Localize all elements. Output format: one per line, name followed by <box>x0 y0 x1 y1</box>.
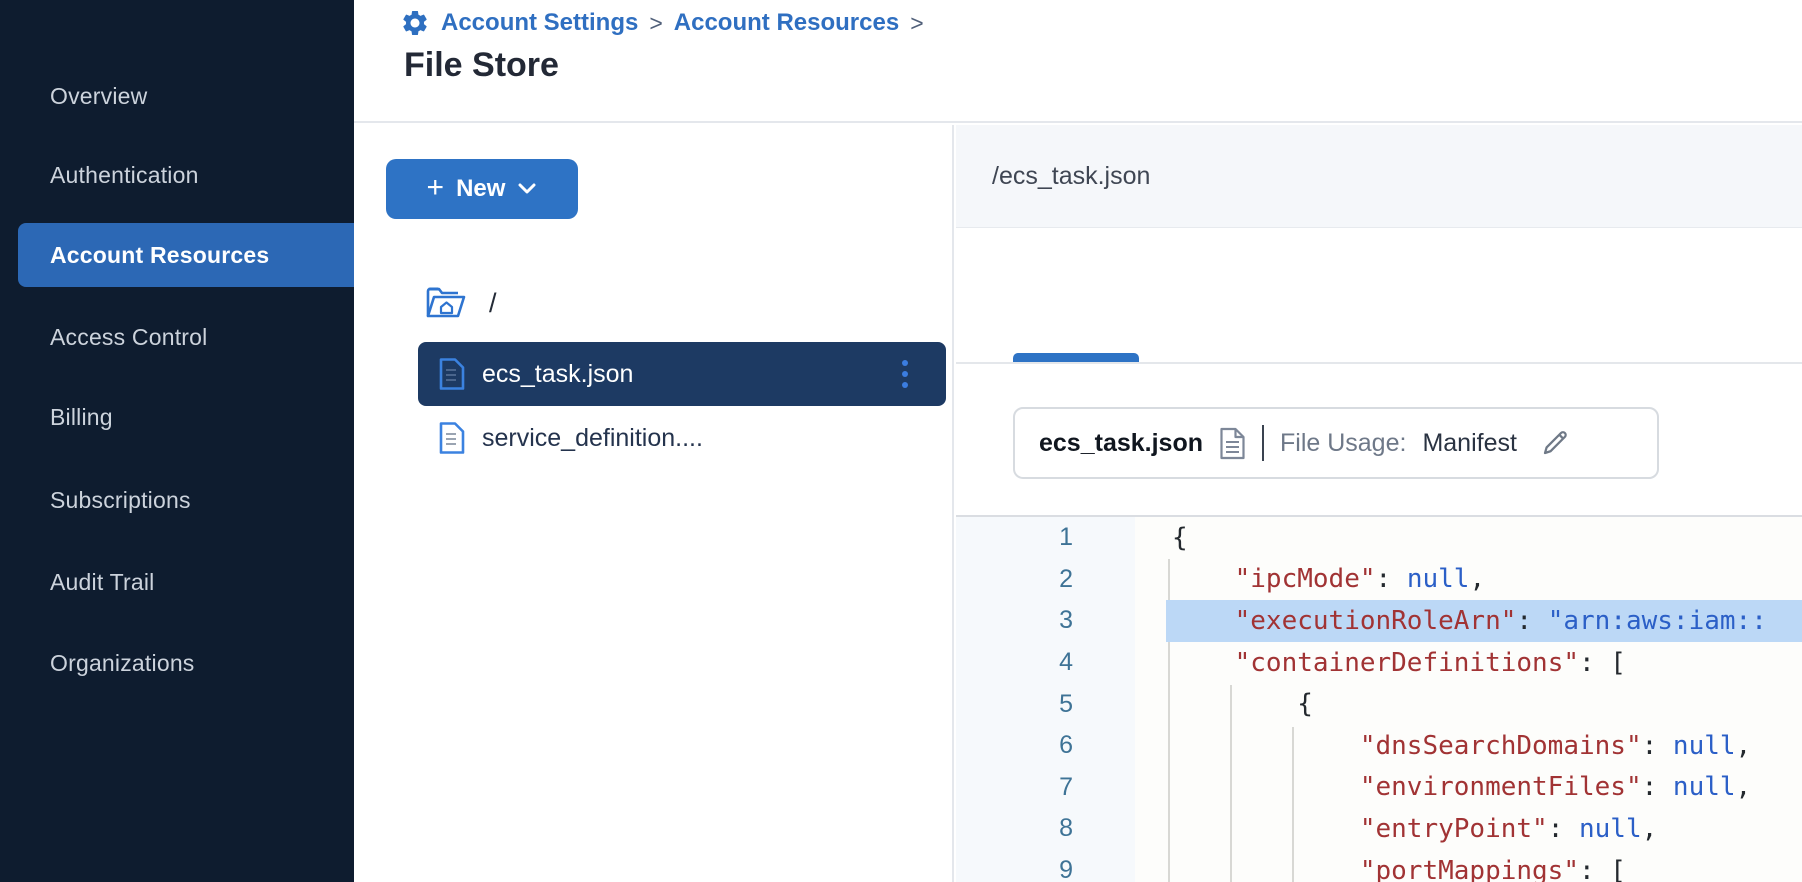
plus-icon: + <box>426 171 445 204</box>
code-lines: 1 { 2 "ipcMode": null, 3 "executionRoleA… <box>956 517 1802 882</box>
code-line: 4 "containerDefinitions": [ <box>956 642 1802 684</box>
code-text: "containerDefinitions": [ <box>1234 647 1626 678</box>
code-line: 5 { <box>956 683 1802 725</box>
code-line: 2 "ipcMode": null, <box>956 559 1802 601</box>
sidebar-item-label: Account Resources <box>50 241 270 268</box>
edit-pencil-icon[interactable] <box>1539 427 1571 459</box>
sidebar-item-label: Organizations <box>50 649 195 676</box>
vertical-separator <box>1262 425 1264 461</box>
file-store-panel: + New / ecs_task.json <box>354 125 954 882</box>
line-number: 2 <box>1059 564 1073 593</box>
sidebar-item-billing[interactable]: Billing <box>0 385 354 449</box>
file-path: /ecs_task.json <box>992 161 1151 190</box>
code-line: 6 "dnsSearchDomains": null, <box>956 725 1802 767</box>
home-folder-icon <box>426 287 466 318</box>
line-number: 4 <box>1059 648 1073 677</box>
sidebar-item-overview[interactable]: Overview <box>0 64 354 128</box>
sidebar-item-label: Subscriptions <box>50 486 191 513</box>
sidebar-item-label: Billing <box>50 403 113 430</box>
code-line: 3 "executionRoleArn": "arn:aws:iam:: <box>956 600 1802 642</box>
indent-guide <box>1292 727 1294 882</box>
indent-guide <box>1168 559 1170 882</box>
page-header: Account Settings > Account Resources > F… <box>354 0 1802 123</box>
sidebar-item-organizations[interactable]: Organizations <box>0 631 354 695</box>
sidebar-item-access-control[interactable]: Access Control <box>0 305 354 369</box>
file-detail-panel: /ecs_task.json Details Referenced by Act… <box>956 125 1802 882</box>
breadcrumb-separator: > <box>649 9 663 36</box>
sidebar: Overview Authentication Account Resource… <box>0 0 354 882</box>
breadcrumb: Account Settings > Account Resources > <box>400 8 924 38</box>
sidebar-item-subscriptions[interactable]: Subscriptions <box>0 468 354 532</box>
sidebar-item-label: Authentication <box>50 161 199 188</box>
file-row[interactable]: service_definition.... <box>418 406 946 470</box>
code-line: 9 "portMappings": [ <box>956 850 1802 882</box>
code-text: "ipcMode": null, <box>1234 564 1486 595</box>
line-number-gutter <box>956 517 1135 882</box>
sidebar-item-label: Access Control <box>50 323 208 350</box>
file-usage-card: ecs_task.json File Usage: Manifest <box>1013 407 1659 479</box>
settings-gear-icon <box>400 8 430 38</box>
breadcrumb-separator: > <box>910 9 924 36</box>
sidebar-item-audit-trail[interactable]: Audit Trail <box>0 550 354 614</box>
new-button-label: New <box>456 175 506 202</box>
line-number: 3 <box>1059 606 1073 635</box>
document-icon <box>1220 427 1245 459</box>
breadcrumb-link[interactable]: Account Settings <box>441 9 639 36</box>
file-icon <box>439 358 465 390</box>
file-icon <box>439 422 465 454</box>
line-number: 5 <box>1059 689 1073 718</box>
new-button[interactable]: + New <box>386 159 578 219</box>
line-number: 9 <box>1059 856 1073 882</box>
code-line: 8 "entryPoint": null, <box>956 808 1802 850</box>
code-text: "portMappings": [ <box>1359 855 1626 882</box>
root-path-label: / <box>489 287 497 318</box>
sidebar-item-label: Overview <box>50 82 148 109</box>
page-title: File Store <box>404 46 559 84</box>
line-number: 8 <box>1059 814 1073 843</box>
code-viewer[interactable]: 1 { 2 "ipcMode": null, 3 "executionRoleA… <box>956 515 1802 882</box>
sidebar-item-authentication[interactable]: Authentication <box>0 143 354 207</box>
file-name: service_definition.... <box>482 423 703 452</box>
code-text: { <box>1297 689 1313 720</box>
code-text: "entryPoint": null, <box>1359 813 1658 844</box>
tab-divider <box>956 362 1802 364</box>
file-usage-label: File Usage: <box>1280 428 1407 457</box>
active-tab-underline <box>1013 353 1139 362</box>
file-path-bar: /ecs_task.json <box>956 125 1802 228</box>
root-folder-row[interactable]: / <box>425 285 497 321</box>
file-name: ecs_task.json <box>482 359 634 388</box>
sidebar-item-account-resources[interactable]: Account Resources <box>18 223 354 287</box>
code-line: 7 "environmentFiles": null, <box>956 767 1802 809</box>
indent-guide <box>1230 685 1232 882</box>
code-line: 1 { <box>956 517 1802 559</box>
sidebar-item-label: Audit Trail <box>50 568 155 595</box>
chevron-down-icon <box>518 183 536 194</box>
breadcrumb-link[interactable]: Account Resources <box>673 9 900 36</box>
line-number: 6 <box>1059 731 1073 760</box>
kebab-menu-icon[interactable] <box>902 360 908 388</box>
code-text: "environmentFiles": null, <box>1359 772 1752 803</box>
file-row[interactable]: ecs_task.json <box>418 342 946 406</box>
code-text: { <box>1172 522 1188 553</box>
line-number: 7 <box>1059 772 1073 801</box>
code-text: "executionRoleArn": "arn:aws:iam:: <box>1166 600 1802 642</box>
file-usage-value: Manifest <box>1422 428 1517 457</box>
code-text: "dnsSearchDomains": null, <box>1359 730 1752 761</box>
card-file-name: ecs_task.json <box>1039 428 1203 457</box>
line-number: 1 <box>1059 523 1073 552</box>
